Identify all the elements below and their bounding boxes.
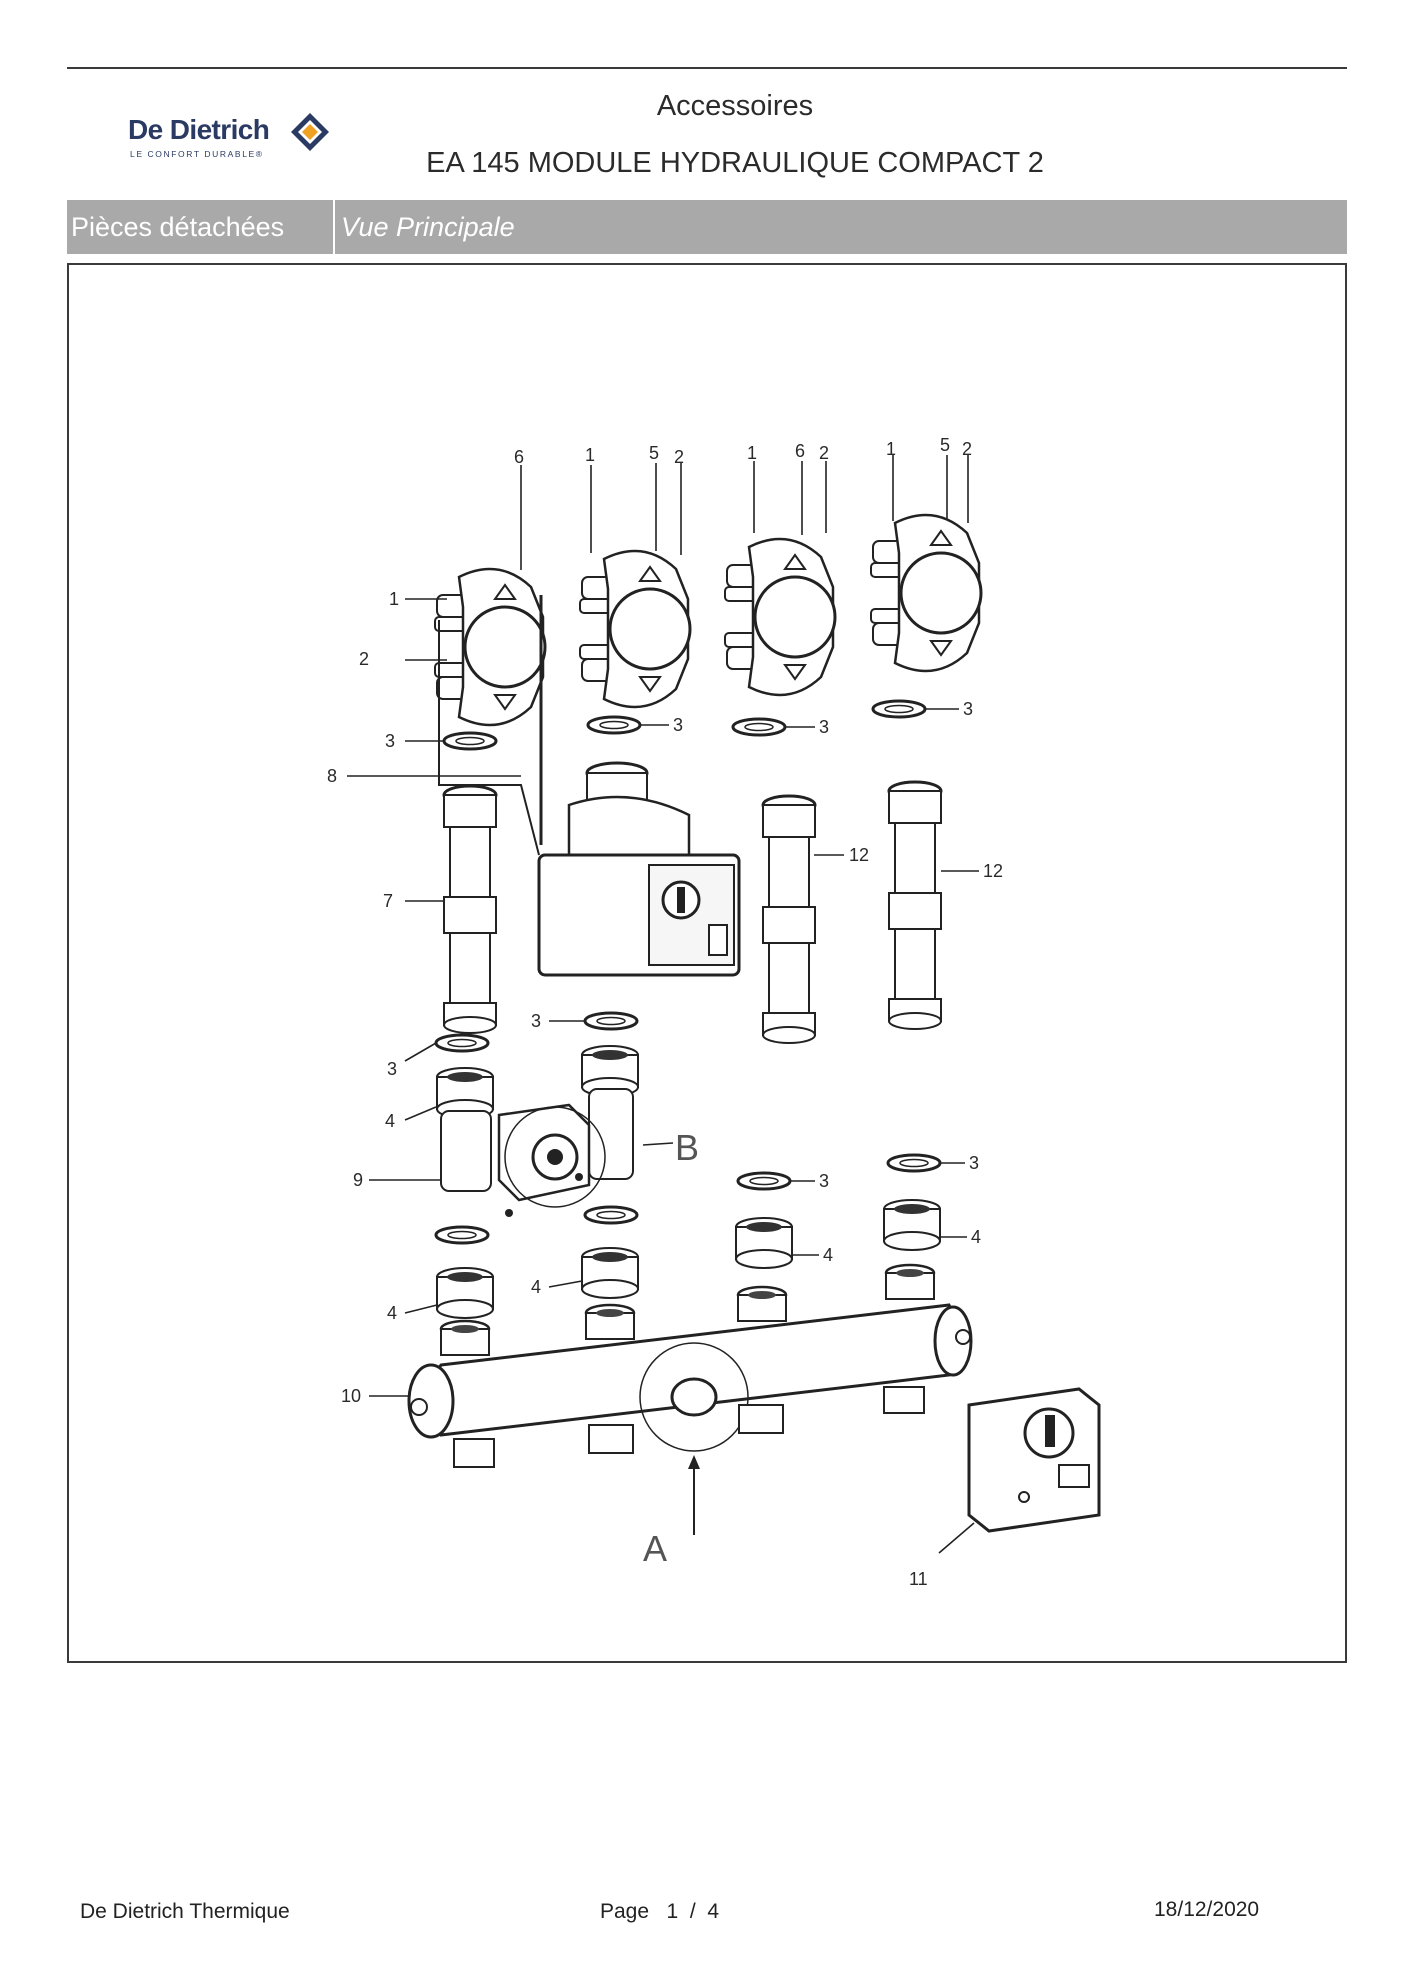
callout-12: 12: [849, 845, 869, 865]
callout-4: 4: [531, 1277, 541, 1297]
brand-diamond-icon: [291, 113, 329, 151]
callout-4: 4: [387, 1303, 397, 1323]
callout-2: 2: [962, 439, 972, 459]
callout-4: 4: [971, 1227, 981, 1247]
manifold-drawing: [407, 1263, 973, 1535]
exploded-view-drawing: 6 1 5 2 1 6 2 1 5 2 1 2 3 8 7 3 3 3 12 1…: [327, 435, 1101, 1589]
callout-3: 3: [531, 1011, 541, 1031]
brand-tagline: LE CONFORT DURABLE®: [130, 149, 264, 159]
callout-3: 3: [673, 715, 683, 735]
callout-1: 1: [886, 439, 896, 459]
callout-1: 1: [747, 443, 757, 463]
detail-label-b: B: [675, 1127, 699, 1168]
callout-4: 4: [385, 1111, 395, 1131]
callout-2: 2: [359, 649, 369, 669]
callout-10: 10: [341, 1386, 361, 1406]
callout-3: 3: [387, 1059, 397, 1079]
document-subtitle: EA 145 MODULE HYDRAULIQUE COMPACT 2: [426, 147, 1044, 179]
document-title: Accessoires: [656, 90, 814, 122]
footer-company: De Dietrich Thermique: [80, 1900, 290, 1923]
header-rule: [67, 67, 1347, 69]
callout-6: 6: [514, 447, 524, 467]
section-label: Pièces détachées: [67, 200, 335, 254]
callout-2: 2: [674, 447, 684, 467]
callout-3: 3: [819, 717, 829, 737]
callout-5: 5: [940, 435, 950, 455]
callout-3: 3: [819, 1171, 829, 1191]
callout-4: 4: [823, 1245, 833, 1265]
callout-2: 2: [819, 443, 829, 463]
callout-1: 1: [389, 589, 399, 609]
section-bar: Pièces détachées Vue Principale: [67, 200, 1347, 254]
section-view-name: Vue Principale: [341, 212, 515, 242]
callout-9: 9: [353, 1170, 363, 1190]
callout-3: 3: [963, 699, 973, 719]
pump-drawing: [438, 595, 741, 977]
callout-3: 3: [385, 731, 395, 751]
brand-name: De Dietrich: [128, 114, 270, 145]
mixing-valve-drawing: [436, 1045, 639, 1217]
callout-6: 6: [795, 441, 805, 461]
brand-logo: De Dietrich LE CONFORT DURABLE®: [128, 108, 348, 168]
callout-7: 7: [383, 891, 393, 911]
callout-5: 5: [649, 443, 659, 463]
footer-page-number: Page 1 / 4: [600, 1900, 720, 1923]
callout-3: 3: [969, 1153, 979, 1173]
callout-11: 11: [909, 1569, 928, 1589]
callout-12: 12: [983, 861, 1003, 881]
callout-1: 1: [585, 445, 595, 465]
exploded-view-diagram: 6 1 5 2 1 6 2 1 5 2 1 2 3 8 7 3 3 3 12 1…: [67, 263, 1347, 1663]
callout-8: 8: [327, 766, 337, 786]
actuator-drawing: [967, 1387, 1101, 1533]
detail-label-a: A: [643, 1528, 667, 1569]
footer-date: 18/12/2020: [1154, 1898, 1260, 1921]
